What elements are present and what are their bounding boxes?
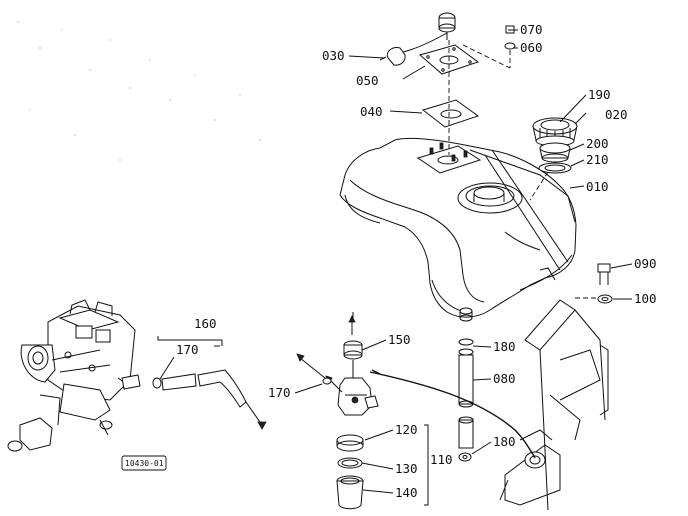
part-labels: 030 050 040 070 060 190 020 200 210 010 … xyxy=(176,22,657,500)
label-070: 070 xyxy=(520,22,543,37)
label-090: 090 xyxy=(634,256,657,271)
label-170-left: 170 xyxy=(176,342,199,357)
label-060: 060 xyxy=(520,40,543,55)
label-050: 050 xyxy=(356,73,379,88)
mount-bolt xyxy=(575,263,613,304)
fuel-tank xyxy=(339,137,577,322)
label-150: 150 xyxy=(388,332,411,347)
label-160: 160 xyxy=(194,316,217,331)
label-110: 110 xyxy=(430,452,453,467)
label-180-bottom: 180 xyxy=(493,434,516,449)
label-210: 210 xyxy=(586,152,609,167)
reference-code: 10430-01 xyxy=(125,459,164,468)
fuel-hose xyxy=(458,338,474,462)
label-030: 030 xyxy=(322,48,345,63)
label-020: 020 xyxy=(605,107,628,122)
label-200: 200 xyxy=(586,136,609,151)
label-190: 190 xyxy=(588,87,611,102)
label-170-right: 170 xyxy=(268,385,291,400)
carburetor xyxy=(7,299,141,452)
label-180-top: 180 xyxy=(493,339,516,354)
label-010: 010 xyxy=(586,179,609,194)
tank-bracket xyxy=(499,299,609,511)
label-100: 100 xyxy=(634,291,657,306)
reference-code-box: 10430-01 xyxy=(121,455,167,471)
fuel-gauge-assembly xyxy=(379,12,516,155)
fuel-cock-assembly xyxy=(325,315,429,510)
fuel-hose-left xyxy=(152,336,267,430)
fuel-line xyxy=(369,371,536,459)
filler-cap-assembly xyxy=(529,117,578,201)
leader-lines xyxy=(159,29,633,494)
label-080: 080 xyxy=(493,371,516,386)
label-120: 120 xyxy=(395,422,418,437)
label-130: 130 xyxy=(395,461,418,476)
label-140: 140 xyxy=(395,485,418,500)
label-040: 040 xyxy=(360,104,383,119)
scan-noise xyxy=(17,21,261,161)
clamp-170 xyxy=(296,353,332,385)
